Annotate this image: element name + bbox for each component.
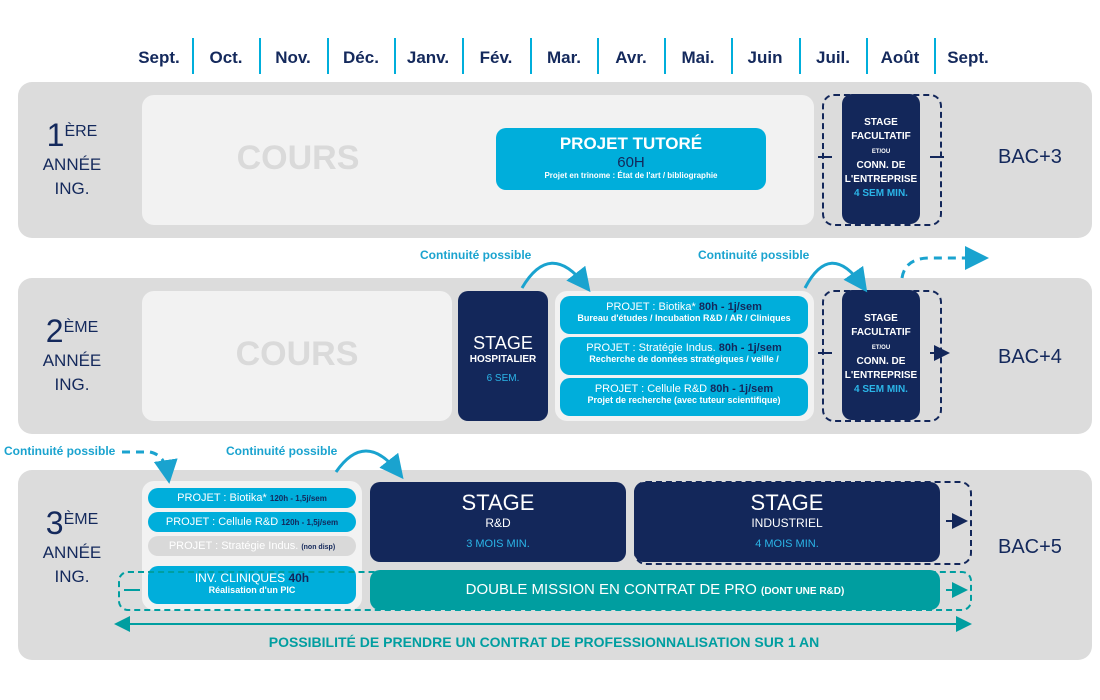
month-label: Sept. xyxy=(947,48,989,67)
continuity-arrow xyxy=(114,156,989,632)
projet-cellule-3: PROJET : Cellule R&D 120h - 1,5j/sem xyxy=(148,512,356,532)
month-label: Fév. xyxy=(479,48,513,67)
month-label: Nov. xyxy=(275,48,311,67)
double-mission: DOUBLE MISSION EN CONTRAT DE PRO (DONT U… xyxy=(370,570,940,610)
contrat-pro-note: POSSIBILITÉ DE PRENDRE UN CONTRAT DE PRO… xyxy=(268,634,820,650)
cours-panel-2: COURS xyxy=(142,291,452,421)
divider xyxy=(394,38,396,74)
month-label: Mai. xyxy=(681,48,715,67)
continuite-note: Continuité possible xyxy=(698,248,810,262)
divider xyxy=(799,38,801,74)
divider xyxy=(192,38,194,74)
divider xyxy=(866,38,868,74)
month-label: Mar. xyxy=(546,48,582,67)
month-label: Janv. xyxy=(406,48,450,67)
month-label: Avr. xyxy=(615,48,647,67)
divider xyxy=(597,38,599,74)
month-label: Juil. xyxy=(815,48,850,67)
bac-4: BAC+4 xyxy=(998,346,1062,368)
divider xyxy=(664,38,666,74)
month-label: Déc. xyxy=(343,48,379,67)
divider xyxy=(327,38,329,74)
bac-3: BAC+3 xyxy=(998,146,1062,168)
projet-strategie-3: PROJET : Stratégie Indus. (non disp) xyxy=(148,536,356,556)
projet-biotika-3: PROJET : Biotika* 120h - 1,5j/sem xyxy=(148,488,356,508)
month-label: Sept. xyxy=(138,48,180,67)
continuite-note: Continuité possible xyxy=(4,444,116,458)
cours-label: COURS xyxy=(236,139,360,177)
divider xyxy=(259,38,261,74)
divider xyxy=(934,38,936,74)
divider xyxy=(530,38,532,74)
projet-tutore: PROJET TUTORÉ 60H Projet en trinome : Ét… xyxy=(496,128,766,190)
divider xyxy=(731,38,733,74)
month-label: Août xyxy=(880,48,920,67)
stage-hospitalier: STAGE HOSPITALIER 6 SEM. xyxy=(458,291,548,421)
divider xyxy=(462,38,464,74)
continuite-note: Continuité possible xyxy=(226,444,338,458)
month-label: Juin xyxy=(747,48,783,67)
continuite-note: Continuité possible xyxy=(420,248,532,262)
month-label: Oct. xyxy=(209,48,243,67)
cours-label: COURS xyxy=(235,335,359,373)
bac-5: BAC+5 xyxy=(998,536,1062,558)
